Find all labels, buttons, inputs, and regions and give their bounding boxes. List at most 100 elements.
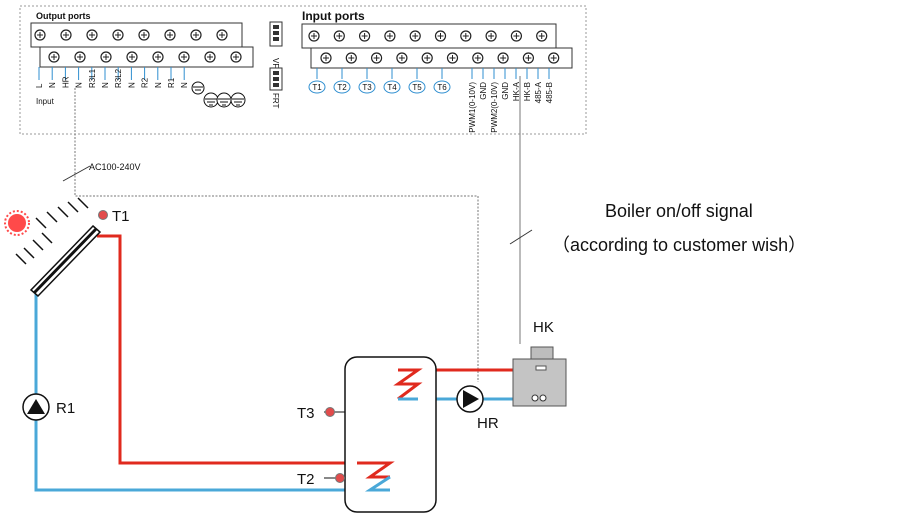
input-screw-bottom bbox=[421, 52, 433, 64]
ground-icon bbox=[191, 81, 205, 95]
hot-flow-pipe bbox=[97, 234, 357, 465]
input-sensor-label: T1 bbox=[312, 83, 322, 92]
output-screw-bottom bbox=[48, 51, 60, 63]
input-sensor-label: T5 bbox=[412, 83, 422, 92]
input-screw-bottom bbox=[446, 52, 459, 64]
boiler-signal-note-sub: （according to customer wish） bbox=[552, 235, 806, 255]
t2-label: T2 bbox=[297, 471, 315, 488]
input-screw-top bbox=[536, 30, 548, 42]
input-screw-bottom bbox=[396, 52, 408, 64]
vfs-connector bbox=[269, 21, 283, 47]
output-screw-bottom bbox=[204, 51, 216, 63]
controller-board-frame bbox=[19, 5, 587, 135]
output-screw-bottom bbox=[100, 51, 112, 63]
input-terminal-label: 485-A bbox=[534, 81, 543, 103]
input-sensor-label: T6 bbox=[437, 83, 447, 92]
t3-label: T3 bbox=[297, 405, 315, 422]
pump-r1-icon bbox=[22, 393, 50, 421]
output-screw-top bbox=[86, 29, 98, 41]
output-screw-bottom bbox=[230, 51, 242, 63]
output-screw-bottom bbox=[126, 51, 138, 63]
output-screw-row bbox=[34, 29, 242, 63]
t3-sensor-dot bbox=[325, 407, 335, 417]
sensor-terminal-oval bbox=[333, 80, 351, 94]
input-screw-bottom bbox=[371, 52, 383, 64]
output-terminal-label: N bbox=[75, 82, 84, 88]
sensor-terminal-oval bbox=[308, 80, 326, 94]
frt-connector bbox=[269, 67, 283, 91]
hr-power-wire bbox=[74, 88, 479, 382]
cold-return-pipe bbox=[34, 290, 372, 492]
output-screw-top bbox=[60, 29, 72, 41]
t2-sensor-dot bbox=[335, 473, 345, 483]
output-terminal-label: N bbox=[154, 82, 163, 88]
input-screw-bottom bbox=[320, 52, 332, 64]
input-screw-top bbox=[409, 30, 421, 42]
output-ports-title: Output ports bbox=[36, 11, 91, 21]
lower-coil-hot bbox=[357, 461, 395, 479]
vfs-label: VFS bbox=[271, 58, 280, 74]
input-screw-row bbox=[308, 30, 560, 64]
r1-label: R1 bbox=[56, 400, 75, 417]
hr-label: HR bbox=[477, 415, 499, 432]
output-screw-top bbox=[190, 29, 202, 41]
output-screw-top bbox=[216, 29, 228, 41]
input-screw-bottom bbox=[522, 52, 535, 64]
input-terminal-label: HK-A bbox=[512, 81, 521, 101]
hk-label: HK bbox=[533, 319, 554, 336]
output-terminal-label: N bbox=[127, 82, 136, 88]
sensor-terminal-oval bbox=[433, 80, 451, 94]
sensor-terminal-oval bbox=[383, 80, 401, 94]
sun-icon bbox=[4, 210, 30, 236]
output-screw-top bbox=[138, 29, 150, 41]
input-screw-bottom bbox=[345, 52, 357, 64]
ac-wire-tick bbox=[62, 165, 91, 182]
input-screw-top bbox=[485, 30, 497, 42]
signal-wire-tick bbox=[509, 229, 533, 245]
input-screw-bottom bbox=[548, 52, 560, 64]
input-terminal-label: GND bbox=[501, 82, 510, 100]
output-terminal-label: HR bbox=[61, 76, 70, 88]
boiler-signal-note: Boiler on/off signal bbox=[605, 201, 753, 221]
output-screw-top bbox=[164, 29, 176, 41]
frt-label: FRT bbox=[271, 93, 280, 109]
input-screw-top bbox=[384, 30, 396, 42]
input-terminal-label: HK-B bbox=[523, 82, 532, 101]
boiler-icon bbox=[512, 346, 567, 407]
output-terminal-label: L bbox=[35, 83, 44, 88]
t1-collector-label: T1 bbox=[112, 208, 130, 225]
output-terminal-label: R2 bbox=[141, 77, 150, 88]
upper-coil-hot bbox=[393, 368, 423, 401]
output-screw-bottom bbox=[152, 51, 164, 63]
input-terminal-label: PWM1(0-10V) bbox=[468, 82, 477, 133]
input-screw-top bbox=[308, 30, 320, 42]
ac-voltage-label: AC100-240V bbox=[89, 162, 141, 172]
input-sensor-label: T4 bbox=[387, 83, 397, 92]
input-ports-title: Input ports bbox=[302, 9, 365, 23]
ground-icon bbox=[203, 92, 219, 108]
ground-icon bbox=[230, 92, 246, 108]
input-sensor-label: T3 bbox=[362, 83, 372, 92]
input-screw-top bbox=[460, 30, 472, 42]
input-terminal-label: PWM2(0-10V) bbox=[490, 82, 499, 133]
output-terminal-label: R3L2 bbox=[114, 68, 123, 88]
sun-rays-icon bbox=[15, 197, 89, 265]
output-terminal-label: N bbox=[48, 82, 57, 88]
output-terminal-label: N bbox=[101, 82, 110, 88]
pump-hr-icon bbox=[456, 385, 484, 413]
output-terminal-label: R3L1 bbox=[88, 68, 97, 88]
output-terminal-label: N bbox=[180, 82, 189, 88]
input-terminal-label: 485-B bbox=[545, 82, 554, 103]
input-screw-bottom bbox=[472, 52, 484, 64]
t1-sensor-dot bbox=[98, 210, 108, 220]
output-input-label: Input bbox=[36, 97, 55, 106]
input-screw-top bbox=[510, 30, 523, 42]
output-screw-bottom bbox=[178, 51, 190, 63]
output-bottom-strip bbox=[39, 46, 254, 68]
ground-icon bbox=[216, 92, 232, 108]
output-screw-bottom bbox=[74, 51, 86, 63]
input-screw-top bbox=[333, 30, 345, 42]
